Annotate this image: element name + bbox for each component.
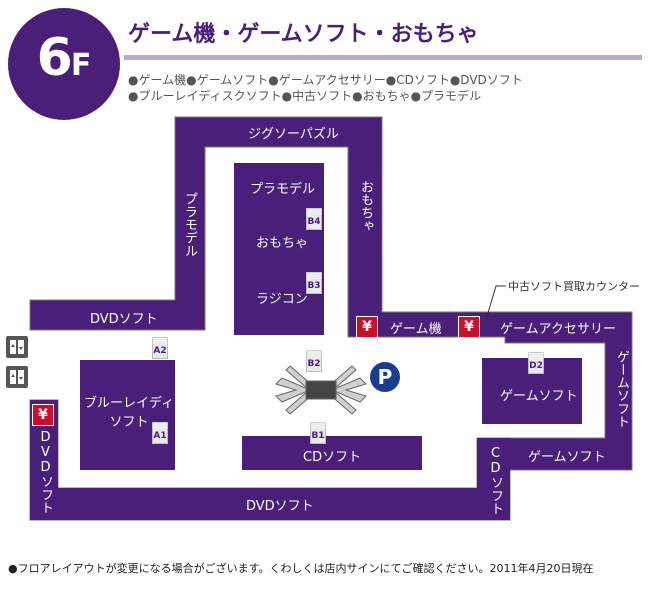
parking-icon: P	[370, 362, 400, 392]
legend-line-2: ●ブルーレイディスクソフト●中古ソフト●おもちゃ●プラモデル	[128, 89, 482, 103]
label-omocha-right: おもちゃ	[358, 180, 373, 232]
cashier-yen-icon: ¥	[356, 316, 378, 338]
label-game-soft-d2: ゲームソフト	[500, 389, 578, 404]
label-puramoderu-inner: プラモデル	[250, 182, 316, 197]
footnote: ●フロアレイアウトが変更になる場合がございます。くわしくは店内サインにてご確認く…	[8, 562, 594, 575]
label-bluray: ブルーレイディスクソフト	[84, 396, 201, 430]
code-b4: B4	[306, 208, 322, 230]
label-cd-center: CDソフト	[303, 450, 362, 465]
code-a2: A2	[152, 337, 168, 359]
legend-line-1: ●ゲーム機●ゲームソフト●ゲームアクセサリー●CDソフト●DVDソフト	[128, 73, 523, 87]
cashier-yen-icon: ¥	[32, 404, 54, 426]
dvd-bottom-strip	[30, 488, 510, 520]
label-omocha-inner: おもちゃ	[256, 236, 309, 251]
cd-right-strip	[477, 438, 510, 520]
elevator-icon	[6, 366, 28, 388]
code-b3: B3	[306, 272, 322, 294]
floor-badge	[8, 8, 120, 120]
label-game-soft-right: ゲームソフト	[614, 350, 629, 428]
code-b2: B2	[306, 350, 322, 372]
label-dvd-top: DVDソフト	[90, 312, 158, 327]
label-puramoderu-left: プラモデル	[182, 192, 197, 257]
label-dvd-vertical: DVDソフト	[38, 430, 53, 514]
floor-number: 6F	[36, 28, 92, 88]
used-software-counter-callout: 中古ソフト買取カウンター	[508, 280, 640, 293]
puramoderu-block	[234, 163, 324, 335]
escalator	[275, 365, 367, 415]
label-game-soft-bottom: ゲームソフト	[528, 450, 606, 465]
code-b1: B1	[310, 422, 326, 444]
bluray-block	[80, 360, 175, 470]
label-game-machine: ゲーム機	[390, 322, 442, 337]
category-legend: ●ゲーム機●ゲームソフト●ゲームアクセサリー●CDソフト●DVDソフト ●ブルー…	[128, 72, 648, 104]
label-radicon: ラジコン	[256, 292, 308, 307]
label-cd-vertical: CDソフト	[488, 446, 503, 515]
cd-block	[242, 436, 422, 470]
code-d2: D2	[528, 352, 544, 374]
page-title: ゲーム機・ゲームソフト・おもちゃ	[128, 22, 479, 47]
label-dvd-bottom: DVDソフト	[246, 499, 314, 514]
elevator-icon	[6, 336, 28, 358]
code-a1: A1	[152, 422, 168, 444]
cashier-yen-icon: ¥	[458, 316, 480, 338]
title-divider	[124, 55, 642, 60]
label-game-accessory: ゲームアクセサリー	[500, 322, 616, 337]
outer-corridor	[29, 116, 633, 521]
label-jigsaw: ジグソーパズル	[248, 127, 339, 142]
